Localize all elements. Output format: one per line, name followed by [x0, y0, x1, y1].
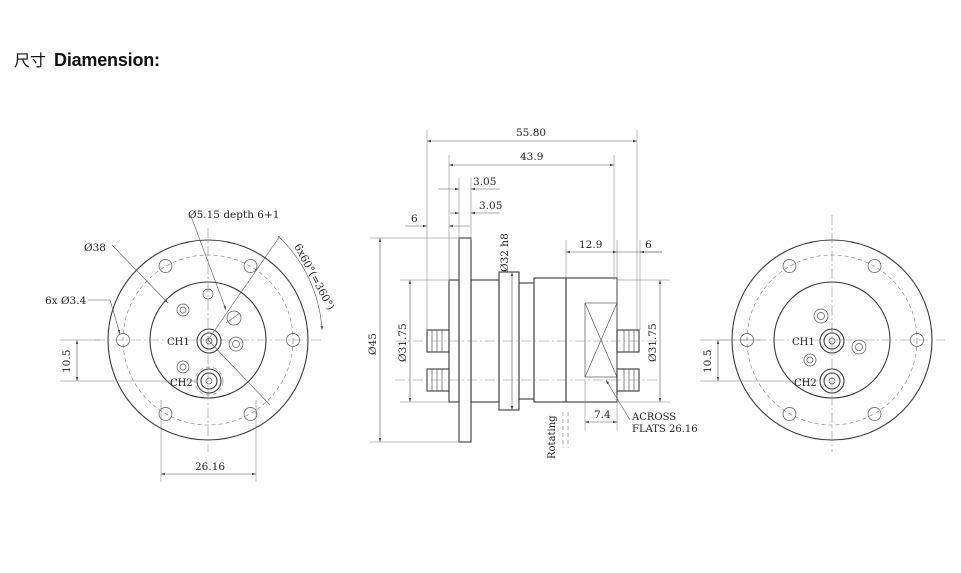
flats-label: FLATS 26.16 [632, 424, 698, 435]
shaft-dia-label: Ø32 h8 [499, 233, 511, 272]
left-ch2-connector [196, 368, 222, 394]
total-length-label: 55.80 [516, 127, 546, 139]
across-label: ACROSS [631, 412, 676, 423]
length-2-label: 43.9 [520, 151, 543, 163]
page-title: 尺寸 Diamension: [14, 47, 160, 71]
right-6-label: 6 [645, 239, 652, 251]
left-6-label: 6 [411, 213, 418, 225]
left-mount-hole [243, 259, 258, 273]
left-ch1-label: CH1 [167, 337, 190, 348]
left-ch1-connector [196, 328, 222, 354]
side-flange [458, 237, 472, 443]
right-mount-hole [867, 407, 882, 421]
left-mount-hole [158, 259, 173, 273]
left-end-view [60, 215, 324, 482]
dia-left-label: Ø31.75 [397, 323, 409, 362]
flats-width-label: 7.4 [594, 409, 611, 421]
right-mount-hole [910, 333, 924, 347]
left-offset-label: 10.5 [61, 350, 73, 373]
right-mount-hole [782, 259, 797, 273]
side-body [565, 277, 618, 403]
flange-2-label: 3.05 [479, 200, 502, 212]
rotating-label: Rotating [547, 415, 558, 459]
right-ch1-label: CH1 [792, 337, 815, 348]
right-mount-hole [782, 407, 797, 421]
left-mount-hole [116, 333, 130, 347]
left-mount-hole [158, 407, 173, 421]
right-ch1-connector [819, 328, 845, 354]
side-view [370, 130, 670, 448]
left-angle-label: 6x60°(=360°) [291, 242, 336, 313]
left-hole-depth-label: Ø5.15 depth 6+1 [188, 209, 279, 221]
left-mount-holes-label: 6x Ø3.4 [45, 295, 87, 307]
dia-right-label: Ø31.75 [647, 323, 659, 362]
right-end-view [700, 215, 945, 452]
right-ch2-connector [819, 368, 845, 394]
right-offset-label: 10.5 [702, 350, 714, 373]
left-ch2-label: CH2 [170, 378, 193, 389]
flange-1-label: 3.05 [473, 176, 496, 188]
len-12-9-label: 12.9 [579, 239, 602, 251]
left-small-hole [202, 288, 214, 300]
left-outer-dia-label: Ø38 [84, 242, 106, 254]
right-mount-hole [867, 259, 882, 273]
right-ch2-label: CH2 [794, 378, 817, 389]
title-en: Diamension: [54, 50, 160, 70]
left-width-label: 26.16 [195, 461, 225, 473]
left-mount-hole [243, 407, 258, 421]
left-mount-hole [286, 333, 300, 347]
flange-dia-label: Ø45 [367, 333, 379, 355]
title-cjk: 尺寸 [14, 51, 47, 70]
